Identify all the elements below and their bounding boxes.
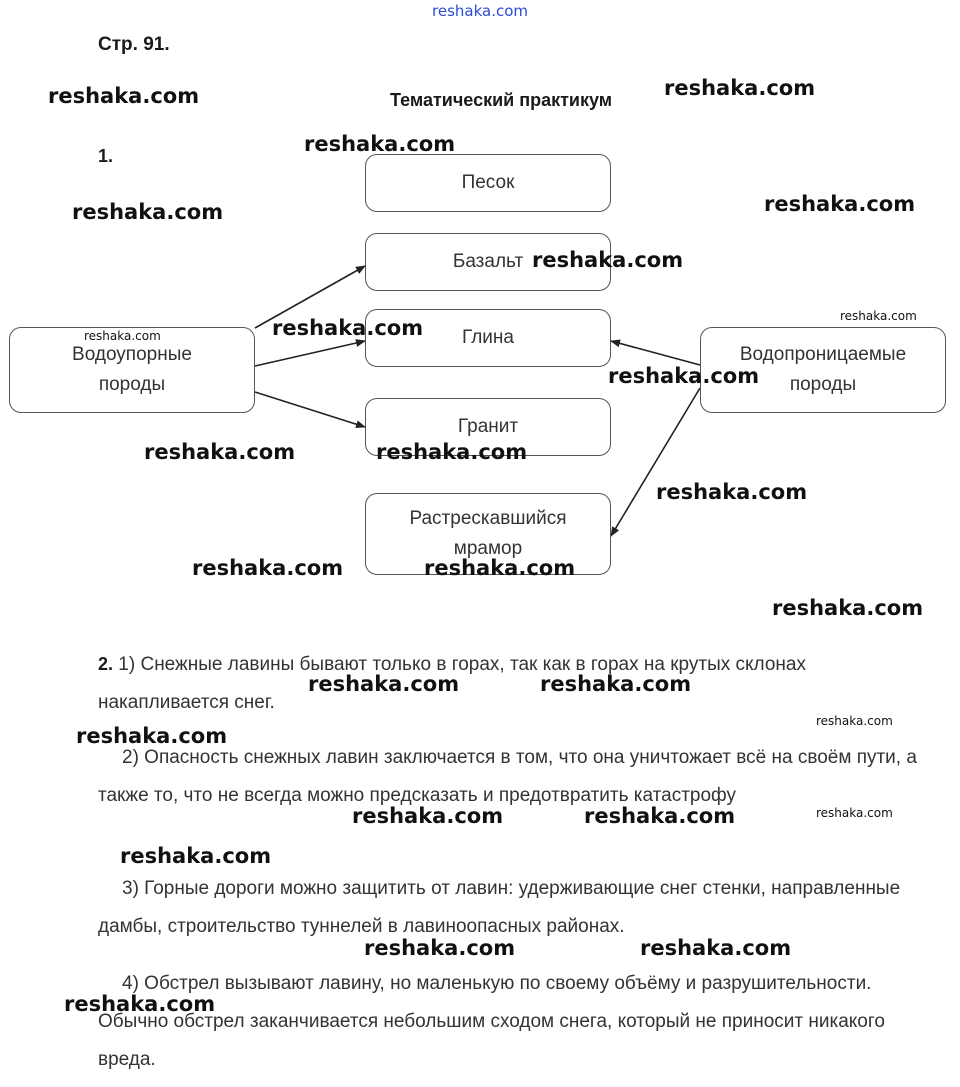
watermark: reshaka.com	[84, 329, 161, 343]
watermark: reshaka.com	[192, 556, 344, 580]
node-permeable-line2: породы	[789, 374, 857, 395]
node-permeable-rocks: Водопроницаемые породы	[700, 327, 946, 413]
task-2-paragraph-4: 4) Обстрел вызывают лавину, но маленькую…	[98, 965, 928, 1079]
watermark: reshaka.com	[764, 192, 916, 216]
node-waterproof-line1: Водоупорные	[72, 344, 192, 365]
watermark: reshaka.com	[772, 596, 924, 620]
arrow-from-permeable-to-clay	[610, 339, 701, 366]
watermark: reshaka.com	[304, 132, 456, 156]
node-permeable-line1: Водопроницаемые	[739, 344, 907, 365]
watermark: reshaka.com	[816, 806, 893, 820]
watermark: reshaka.com	[532, 248, 684, 272]
task-2-paragraph-1: 2. 1) Снежные лавины бывают только в гор…	[98, 645, 928, 722]
watermark: reshaka.com	[272, 316, 424, 340]
watermark: reshaka.com	[72, 200, 224, 224]
watermark: reshaka.com	[608, 364, 760, 388]
rock-granite-label: Гранит	[457, 416, 519, 437]
rock-sand: Песок	[365, 154, 611, 212]
rock-basalt: Базальт	[365, 233, 611, 291]
rock-marble-line2: мрамор	[453, 538, 523, 559]
watermark: reshaka.com	[48, 84, 200, 108]
rock-marble-line1: Растрескавшийся	[409, 508, 567, 529]
arrow-to-clay	[254, 339, 366, 367]
rock-sand-label: Песок	[461, 172, 515, 193]
task-2-p4-text: 4) Обстрел вызывают лавину, но маленькую…	[98, 973, 885, 1070]
rock-basalt-label: Базальт	[452, 251, 524, 272]
arrow-to-basalt	[254, 265, 366, 329]
page-label: Стр. 91.	[98, 34, 170, 55]
watermark: reshaka.com	[120, 844, 272, 868]
rock-cracked-marble: Растрескавшийся мрамор	[365, 493, 611, 575]
watermark: reshaka.com	[540, 672, 692, 696]
task-2-p2-text: 2) Опасность снежных лавин заключается в…	[98, 747, 917, 806]
arrow-to-granite	[254, 391, 366, 429]
task-2-paragraph-2: 2) Опасность снежных лавин заключается в…	[98, 739, 928, 815]
watermark: reshaka.com	[308, 672, 460, 696]
watermark: reshaka.com	[364, 936, 516, 960]
watermark: reshaka.com	[840, 309, 917, 323]
watermark: reshaka.com	[424, 556, 576, 580]
task-2-number: 2.	[98, 654, 114, 674]
task-2-p1-text: 1) Снежные лавины бывают только в горах,…	[98, 654, 806, 713]
watermark: reshaka.com	[64, 992, 216, 1016]
watermark: reshaka.com	[144, 440, 296, 464]
node-waterproof-rocks: Водоупорные породы	[9, 327, 255, 413]
watermark: reshaka.com	[664, 76, 816, 100]
node-waterproof-line2: породы	[98, 374, 166, 395]
watermark: reshaka.com	[656, 480, 808, 504]
watermark: reshaka.com	[76, 724, 228, 748]
rock-clay-label: Глина	[462, 327, 514, 348]
task-2-p3-text: 3) Горные дороги можно защитить от лавин…	[98, 878, 901, 937]
task-2-paragraph-3: 3) Горные дороги можно защитить от лавин…	[98, 870, 928, 946]
rock-granite: Гранит	[365, 398, 611, 456]
watermark: reshaka.com	[376, 440, 528, 464]
rock-clay: Глина	[365, 309, 611, 367]
watermark: reshaka.com	[352, 804, 504, 828]
page-title: Тематический практикум	[390, 90, 613, 110]
watermark: reshaka.com	[640, 936, 792, 960]
watermark: reshaka.com	[432, 2, 528, 20]
watermark: reshaka.com	[584, 804, 736, 828]
task-1-number: 1.	[98, 146, 114, 166]
arrow-from-permeable-to-marble	[610, 387, 701, 537]
watermark: reshaka.com	[816, 714, 893, 728]
